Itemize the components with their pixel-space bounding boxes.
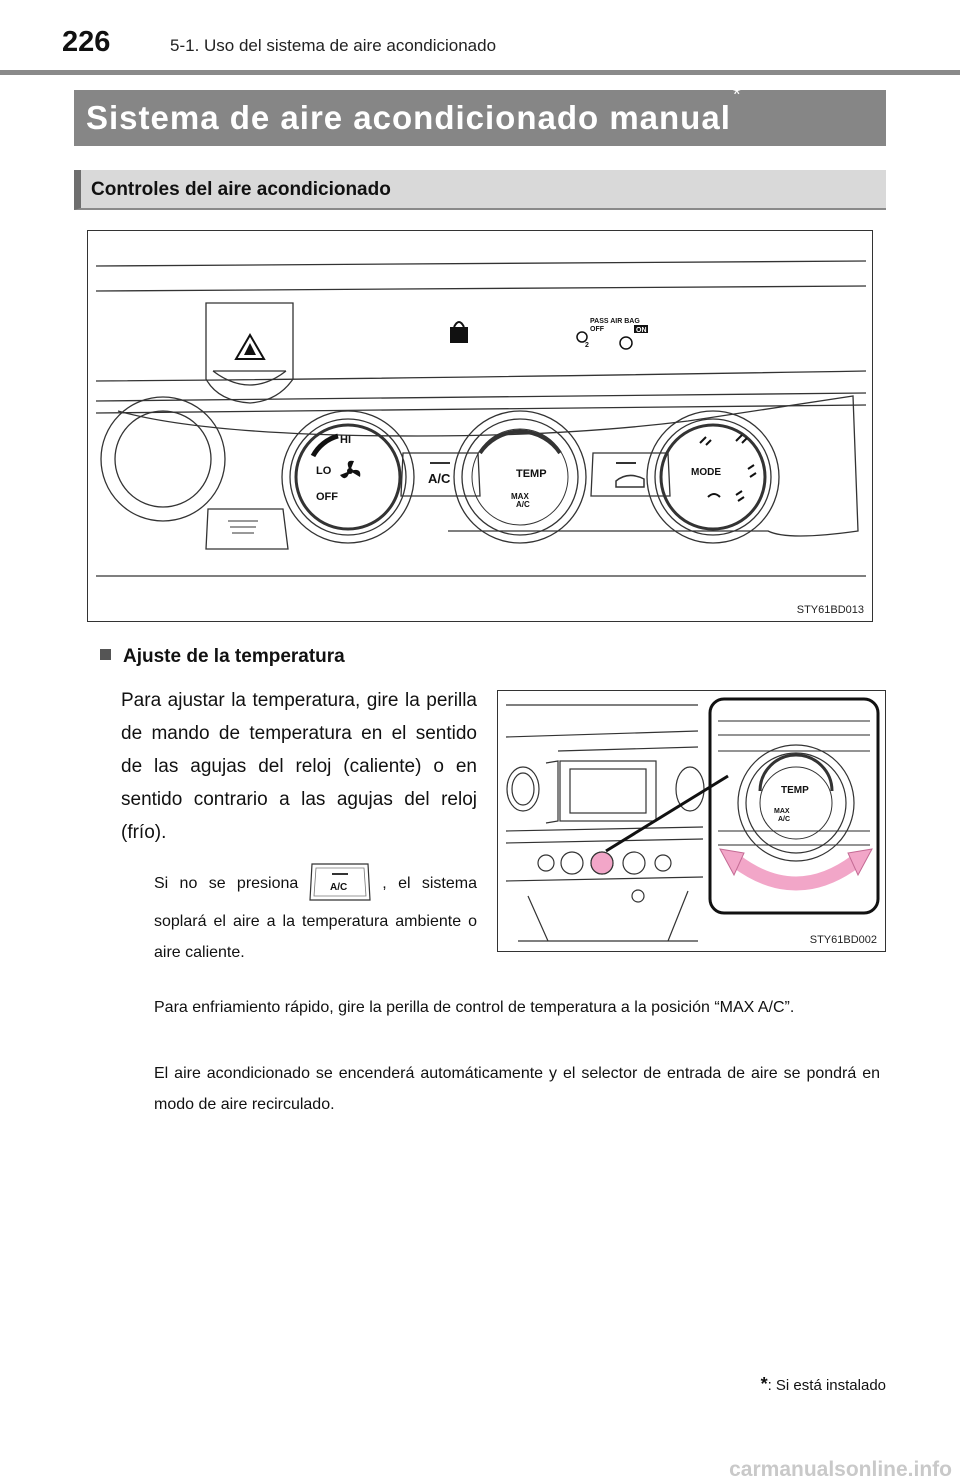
note-text-after: , el sistema soplará el aire a la temper… [154,875,477,961]
footnote-text: : Si está instalado [767,1377,886,1394]
passenger-airbag-indicator: PASS AIR BAG OFF ON 2 [576,318,648,350]
footnote-star: * [760,1374,768,1394]
svg-text:MODE: MODE [691,467,721,478]
subsection-heading-text: Ajuste de la temperatura [123,646,345,667]
climate-panel-illustration: PASS AIR BAG OFF ON 2 HI LO OFF A/C TEMP… [95,260,867,577]
svg-text:ON: ON [636,327,647,334]
svg-text:TEMP: TEMP [781,785,809,796]
ac-button-icon: A/C [308,860,372,904]
mode-vent-icons [699,434,757,502]
subsection-heading: Ajuste de la temperatura [100,646,345,668]
svg-text:MAX: MAX [774,808,790,815]
title-star: * [732,84,741,106]
svg-text:OFF: OFF [590,326,605,333]
svg-text:MAX: MAX [511,492,529,501]
note-auto-recirculate: El aire acondicionado se encenderá autom… [154,1065,880,1113]
page-number: 226 [62,26,111,58]
footnote: *: Si está instalado [761,1374,886,1395]
fan-icon [340,460,361,479]
svg-text:HI: HI [340,434,351,446]
page-title: Sistema de aire acondicionado manual [86,99,731,136]
temp-knob-illustration: TEMP MAX A/C [505,697,880,942]
header-rule [0,70,960,75]
watermark: carmanualsonline.info [729,1458,952,1481]
temperature-paragraph: Para ajustar la temperatura, gire la per… [121,690,477,843]
svg-text:A/C: A/C [428,471,451,486]
svg-text:OFF: OFF [316,491,338,503]
svg-text:A/C: A/C [330,882,347,893]
svg-text:2: 2 [585,342,589,349]
section-heading: Controles del aire acondicionado [91,179,391,200]
rotation-arrow-icon [719,848,873,891]
figure-temp-knob: TEMP MAX A/C STY61BD002 [497,690,886,952]
title-bar: Sistema de aire acondicionado manual* [74,84,886,146]
svg-text:PASS AIR BAG: PASS AIR BAG [590,318,640,325]
note-text-before: Si no se presiona [154,875,299,893]
note-ac-button: Si no se presiona A/C, el sistema soplará… [154,862,477,968]
figure2-code: STY61BD002 [809,934,877,946]
section-bar: Controles del aire acondicionado [74,170,886,210]
note-quick-cooling: Para enfriamiento rápido, gire la perill… [154,999,795,1016]
svg-text:A/C: A/C [516,500,530,509]
chapter-title: 5-1. Uso del sistema de aire acondiciona… [170,36,497,55]
bullet-square-icon [100,649,111,660]
figure-climate-panel: PASS AIR BAG OFF ON 2 HI LO OFF A/C TEMP… [87,230,873,622]
door-lock-icon [450,321,468,343]
svg-text:LO: LO [316,465,332,477]
svg-text:TEMP: TEMP [516,468,547,480]
figure1-code: STY61BD013 [796,604,864,616]
svg-text:A/C: A/C [778,816,790,823]
